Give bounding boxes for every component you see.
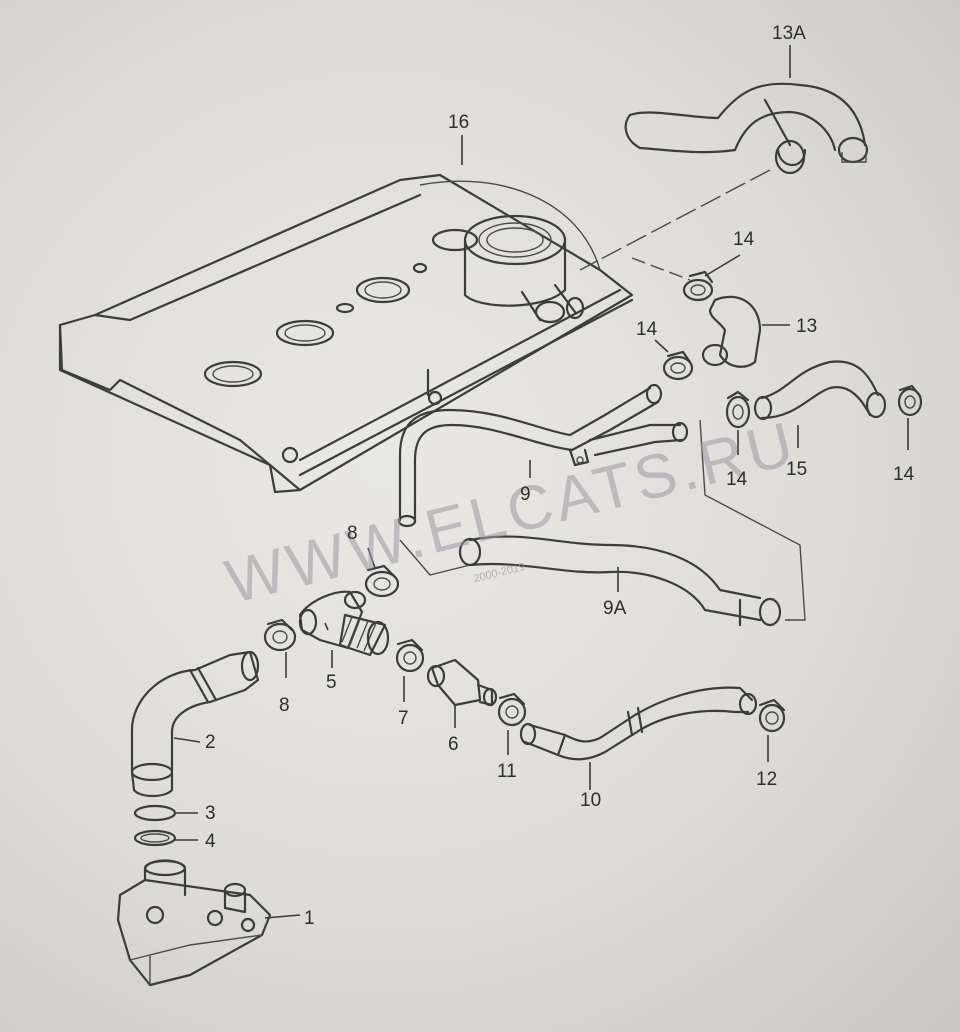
cylinder-head-cover	[58, 173, 634, 494]
connection-line-9a	[399, 539, 471, 576]
label-8-upper: 8	[347, 523, 358, 544]
hose-13	[701, 295, 790, 368]
label-6: 6	[448, 734, 459, 755]
pipe-9	[397, 383, 689, 528]
hose-10	[519, 686, 758, 790]
hose-2	[130, 650, 260, 798]
connection-line	[579, 169, 771, 271]
label-11: 11	[497, 761, 517, 782]
label-12: 12	[756, 769, 777, 790]
label-7: 7	[398, 708, 409, 729]
label-9: 9	[520, 484, 531, 505]
hose-9a	[458, 535, 782, 627]
elbow-connector-5	[298, 590, 390, 668]
label-14-c: 14	[726, 469, 748, 490]
oil-separator-1	[116, 859, 301, 987]
label-4: 4	[205, 831, 216, 852]
hose-clamp-12	[758, 698, 786, 762]
hose-15	[753, 360, 887, 448]
hose-clamp-8-upper	[364, 547, 400, 598]
valve-6	[426, 658, 498, 728]
connection-bracket	[699, 419, 806, 621]
label-1: 1	[304, 908, 315, 929]
label-13a: 13A	[772, 23, 806, 44]
label-13: 13	[796, 316, 817, 337]
label-16: 16	[448, 112, 469, 133]
label-15: 15	[786, 459, 807, 480]
label-9a: 9A	[603, 598, 627, 619]
hose-clamp-7	[395, 638, 425, 702]
hose-clamp-11	[497, 692, 527, 755]
label-14-a: 14	[733, 229, 755, 250]
label-3: 3	[205, 803, 216, 824]
breather-hose-13a	[624, 82, 869, 175]
hose-clamp-14-b	[654, 339, 694, 381]
label-8-lower: 8	[279, 695, 290, 716]
label-5: 5	[326, 672, 337, 693]
label-2: 2	[205, 732, 216, 753]
label-14-d: 14	[893, 464, 915, 485]
connection-line-13	[631, 257, 691, 281]
o-ring-4	[133, 829, 198, 847]
hose-clamp-8-lower	[263, 618, 297, 678]
label-14-b: 14	[636, 319, 658, 340]
hose-clamp-14-c	[725, 390, 751, 455]
hose-clamp-14-d	[897, 384, 923, 450]
hose-clamp-14-a	[682, 254, 741, 302]
o-ring-3	[133, 804, 198, 822]
label-10: 10	[580, 790, 601, 811]
